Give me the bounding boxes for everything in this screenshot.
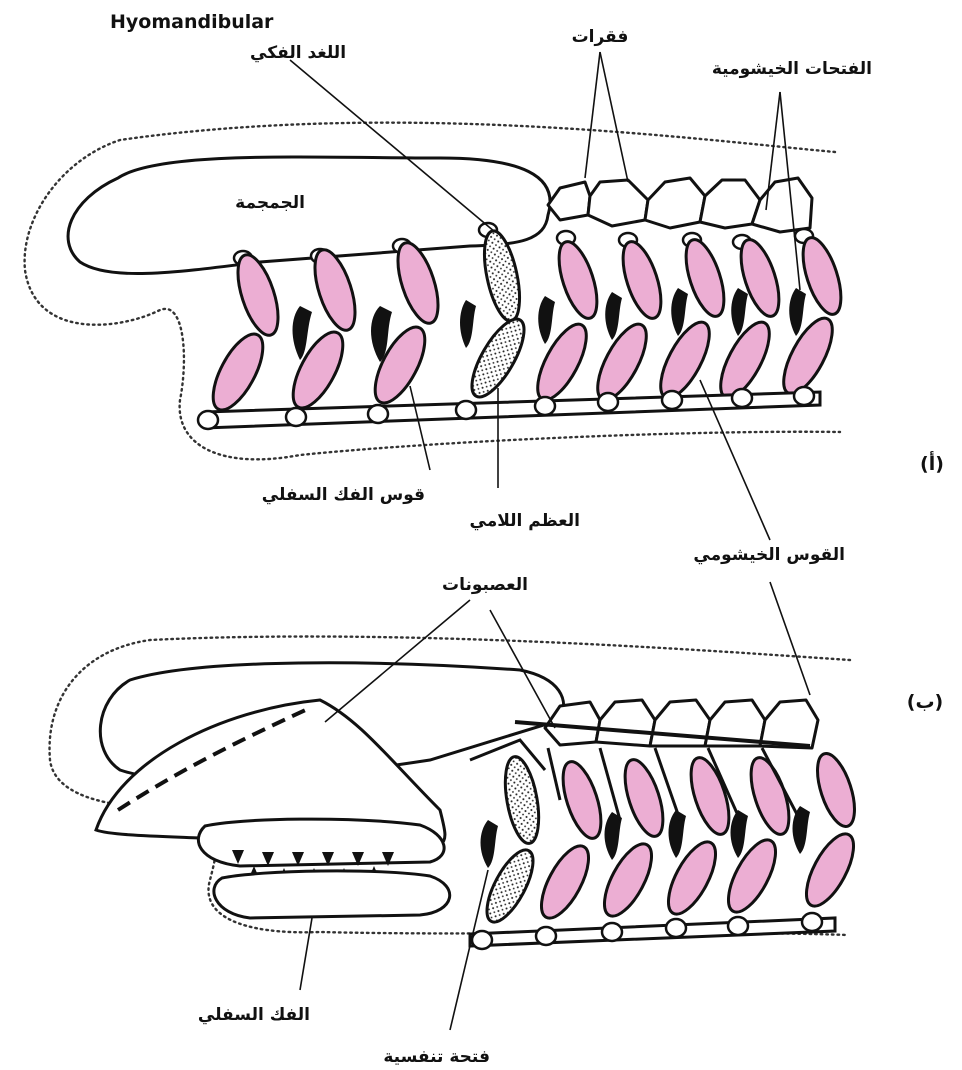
label-hyoid-bone: العظم اللامي [470, 511, 580, 531]
label-vertebrae: فقرات [572, 27, 629, 47]
label-lower-jaw: الفك السفلي [198, 1005, 310, 1025]
panel-b-diagram [50, 637, 863, 949]
label-gill-arch: القوس الخيشومي [693, 545, 845, 565]
panel-label-b: (ب) [907, 691, 943, 713]
label-hyomandibular: Hyomandibular [110, 11, 274, 33]
label-skull: الجمجمة [235, 193, 305, 213]
lower-bar-b [470, 918, 835, 946]
upper-arches-b [555, 749, 862, 842]
panel-label-a: (أ) [920, 451, 944, 475]
label-mandibular-arch: قوس الفك السفلي [262, 485, 425, 505]
skull-a [68, 157, 550, 274]
label-palatoquadrate: اللغد الفكي [250, 43, 346, 63]
label-spiracle: فتحة تنفسية [383, 1047, 490, 1067]
lower-arches-b [532, 827, 863, 925]
mandible-b [214, 871, 450, 918]
vertebrae-a [548, 178, 812, 232]
lower-jaw-b [198, 819, 444, 866]
panel-a-diagram [25, 123, 849, 460]
vertebrae-b [545, 700, 818, 748]
label-cartilages: العصبونات [442, 575, 528, 595]
label-gill-slits: الفتحات الخيشومية [712, 59, 872, 79]
